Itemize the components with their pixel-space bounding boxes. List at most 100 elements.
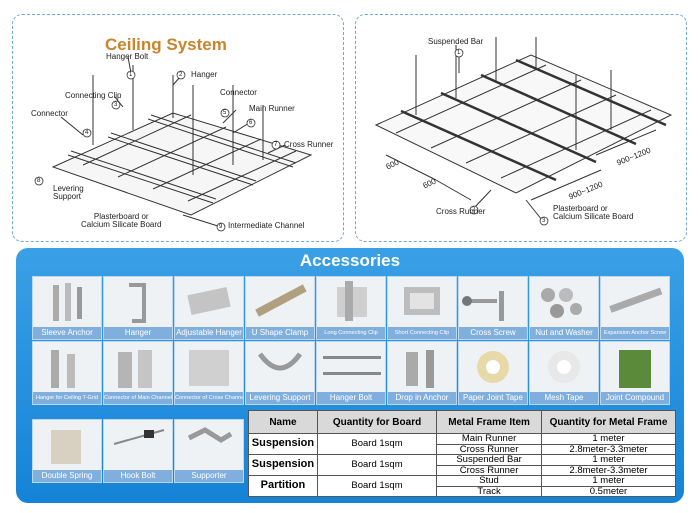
accessory-tile: Paper Joint Tape (458, 341, 528, 405)
callout-7: 7 (274, 142, 278, 148)
item-name: Cross Runner (436, 443, 542, 455)
accessory-tile: Connector of Main Channel (103, 341, 173, 405)
cross-channel-connector-icon (189, 350, 229, 386)
group-name: Suspension (248, 433, 318, 455)
paper-tape-icon (477, 351, 509, 383)
accessory-caption: Cross Screw (459, 327, 527, 339)
label-intermediate-channel: Intermediate Channel (228, 221, 305, 230)
item-name: Suspended Bar (436, 454, 542, 466)
item-name: Main Runner (436, 433, 542, 445)
long-connecting-clip-icon (337, 281, 367, 321)
callout-4: 4 (85, 130, 89, 136)
hanger-bolt-icon (323, 356, 381, 375)
ceiling-grid-drawing (34, 56, 313, 232)
accessory-tile: Hanger Bolt (316, 341, 386, 405)
accessory-tile: Adjustable Hanger (174, 276, 244, 340)
drop-in-anchor-icon (406, 350, 434, 388)
table-row: Suspension Board 1sqm Suspended Bar 1 me… (248, 454, 677, 476)
group-name: Partition (248, 475, 318, 497)
accessory-tile: Sleeve Anchor (32, 276, 102, 340)
label-cross-runner-2: Cross Runner (436, 207, 486, 216)
table-row: Track 0.5meter (249, 485, 677, 497)
joint-compound-icon (619, 350, 651, 388)
callout-8: 8 (37, 178, 41, 184)
accessory-caption: Adjustable Hanger (175, 327, 243, 339)
cross-screw-icon (462, 291, 504, 321)
label-suspended-bar: Suspended Bar (428, 37, 484, 46)
item-qty: 0.5meter (540, 485, 677, 497)
callout-s3: 3 (542, 218, 546, 224)
accessory-caption: Connector of Main Channel (104, 392, 172, 404)
accessory-tile: Mesh Tape (529, 341, 599, 405)
callout-1: 1 (129, 72, 133, 78)
accessory-tile: Hanger for Ceiling T-Grid (32, 341, 102, 405)
callout-s1: 1 (457, 50, 461, 56)
accessory-caption: Mesh Tape (530, 392, 598, 404)
accessory-caption: Double Spring (33, 470, 101, 482)
table-row: Partition Board 1sqm Stud 1 meter (248, 475, 677, 497)
group-qty: Board 1sqm (316, 454, 438, 476)
quantity-table: Name Quantity for Board Metal Frame Item… (248, 410, 677, 497)
accessory-caption: Hanger Bolt (317, 392, 385, 404)
supporter-icon (187, 427, 233, 443)
accessory-tile: Drop in Anchor (387, 341, 457, 405)
u-shape-clamp-icon (255, 284, 307, 317)
header-metal-frame-item: Metal Frame Item (436, 410, 542, 434)
accessory-caption: Drop in Anchor (388, 392, 456, 404)
label-levering-support: Levering Support (53, 184, 84, 201)
double-spring-icon (51, 430, 81, 464)
group-qty: Board 1sqm (316, 433, 438, 455)
accessory-caption: Sleeve Anchor (33, 327, 101, 339)
nut-washer-icon (541, 288, 582, 318)
callout-s2: 2 (472, 207, 476, 213)
accessory-tile: Connector of Cross Channel (174, 341, 244, 405)
accessory-caption: Hanger (104, 327, 172, 339)
label-hanger-bolt: Hanger Bolt (106, 52, 149, 61)
suspended-grid-drawing (374, 37, 673, 226)
accessory-tile: Hook Bolt (103, 419, 173, 483)
label-cross-runner: Cross Runner (284, 140, 334, 149)
short-connecting-clip-icon (404, 287, 440, 315)
accessory-caption: Levering Support (246, 392, 314, 404)
label-connector-right: Connector (220, 88, 257, 97)
label-connecting-clip: Connecting Clip (65, 91, 122, 100)
table-header-row: Name Quantity for Board Metal Frame Item… (248, 410, 677, 434)
header-quantity-metal: Quantity for Metal Frame (540, 410, 677, 434)
accessory-tile: Cross Screw (458, 276, 528, 340)
item-qty: 2.8meter-3.3meter (540, 443, 677, 455)
levering-support-icon (257, 352, 303, 371)
sleeve-anchor-icon (53, 283, 82, 321)
callout-6: 6 (249, 120, 253, 126)
accessory-caption: Hook Bolt (104, 470, 172, 482)
accessory-caption: Hanger for Ceiling T-Grid (33, 392, 101, 404)
accessory-caption: Joint Compound (601, 392, 669, 404)
accessory-tile: Joint Compound (600, 341, 670, 405)
group-qty: Board 1sqm (316, 475, 438, 497)
item-name: Stud (436, 475, 542, 487)
ceiling-system-diagram-panel: Ceiling System (12, 14, 344, 242)
accessory-caption: Expansion Anchor Screw (601, 327, 669, 339)
label-plasterboard-2: Plasterboard or Calcium Silicate Board (553, 204, 634, 221)
callout-5: 5 (223, 110, 227, 116)
accessory-caption: Connector of Cross Channel (175, 392, 243, 404)
item-qty: 1 meter (540, 454, 677, 466)
accessory-tile: Hanger (103, 276, 173, 340)
callout-2: 2 (179, 72, 183, 78)
item-name: Cross Runner (436, 464, 542, 476)
main-channel-connector-icon (118, 350, 152, 388)
label-plasterboard: Plasterboard or Calcium Silicate Board (81, 212, 162, 229)
hanger-icon (129, 283, 146, 323)
table-row: Suspension Board 1sqm Main Runner 1 mete… (248, 433, 677, 455)
accessory-caption: Long Connecting Clip (317, 327, 385, 339)
suspended-ceiling-diagram-panel: Suspended Bar Cross Runner Plasterboard … (355, 14, 687, 242)
mesh-tape-icon (548, 351, 580, 383)
item-qty: 2.8meter-3.3meter (540, 464, 677, 476)
callout-3: 3 (114, 102, 118, 108)
accessory-caption: Paper Joint Tape (459, 392, 527, 404)
hook-bolt-icon (113, 429, 165, 445)
accessory-tile: Expansion Anchor Screw (600, 276, 670, 340)
item-name: Track (436, 485, 542, 497)
accessory-tile: Double Spring (32, 419, 102, 483)
item-qty: 1 meter (540, 433, 677, 445)
ceiling-system-title: Ceiling System (105, 35, 227, 54)
